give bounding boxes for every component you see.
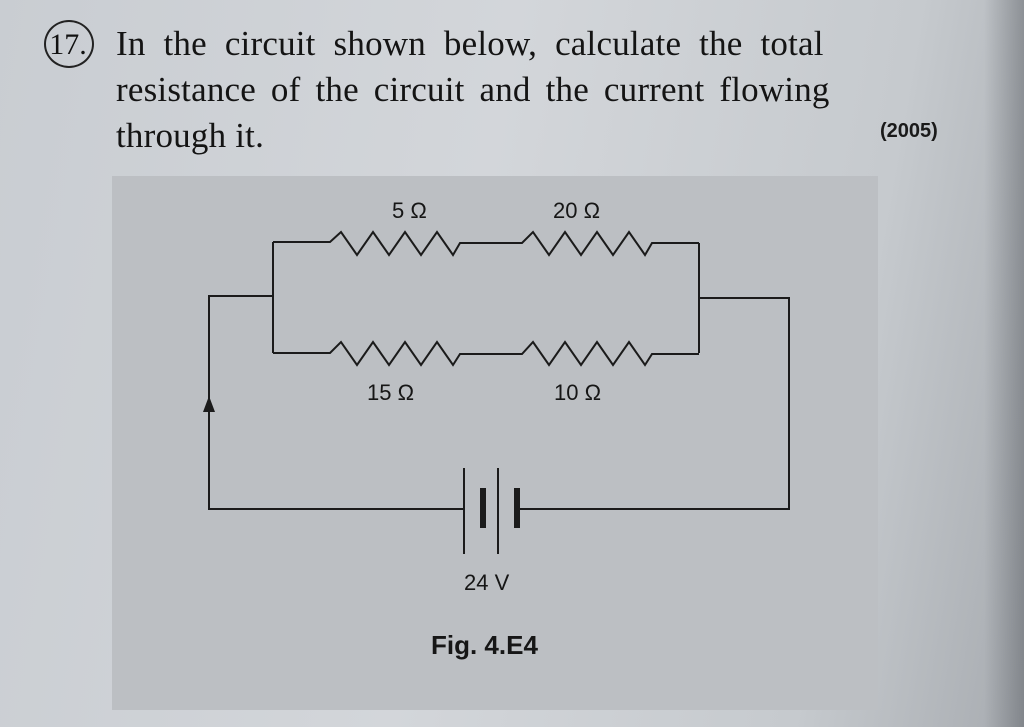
- wire-left: [208, 295, 464, 510]
- question-text-line-3: through it.: [116, 116, 265, 155]
- resistor-5-ohm: [273, 230, 699, 257]
- label-5-ohm: 5 Ω: [392, 198, 427, 223]
- resistor-15-ohm: [273, 340, 699, 367]
- current-arrow-icon: [203, 396, 215, 412]
- label-20-ohm: 20 Ω: [553, 198, 600, 223]
- page-edge-shadow: [984, 0, 1024, 727]
- wire-right: [517, 297, 790, 510]
- figure-caption: Fig. 4.E4: [431, 630, 538, 660]
- question-text-line-2: resistance of the circuit and the curren…: [116, 70, 830, 109]
- exam-year: (2005): [880, 120, 938, 142]
- question-text-line-1: In the circuit shown below, calculate th…: [116, 24, 824, 63]
- label-10-ohm: 10 Ω: [554, 380, 601, 405]
- battery-voltage-label: 24 V: [464, 570, 510, 595]
- label-15-ohm: 15 Ω: [367, 380, 414, 405]
- figure-panel: 5 Ω 20 Ω 15 Ω 10 Ω 24 V Fig. 4.E4: [112, 176, 878, 710]
- question-number: 17.: [44, 20, 94, 68]
- circuit-diagram: 5 Ω 20 Ω 15 Ω 10 Ω 24 V Fig. 4.E4: [203, 198, 790, 660]
